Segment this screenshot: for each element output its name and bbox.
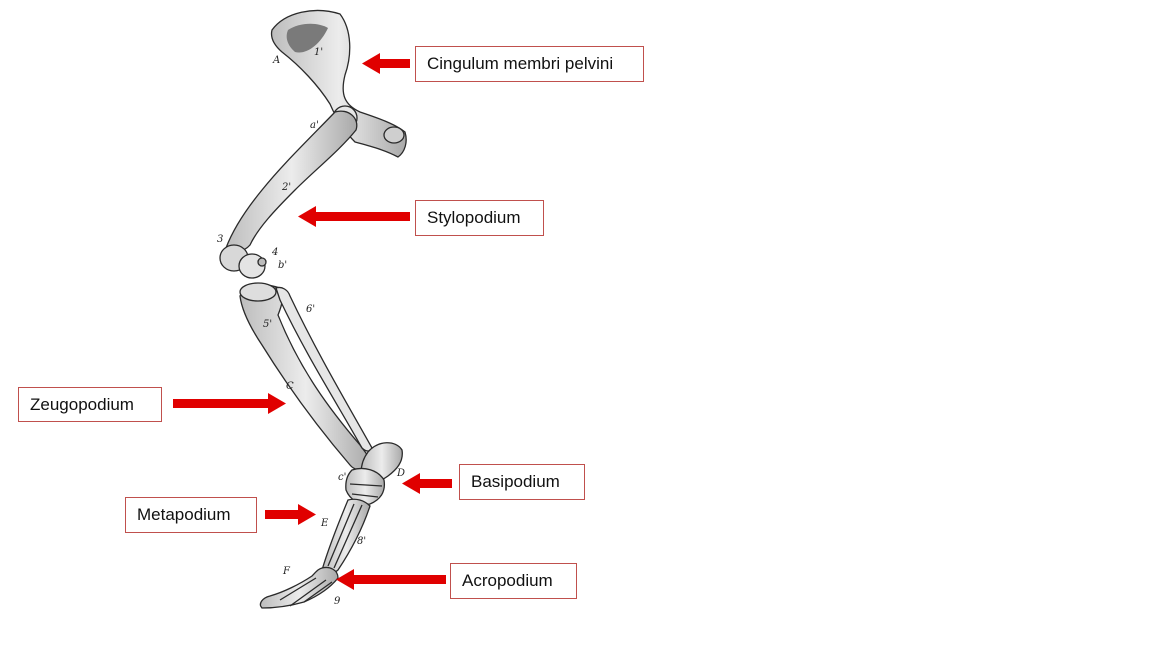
arrow-acropodium [336,569,446,590]
letter-2-prime: 2' [281,182,291,193]
arrow-metapodium [265,504,316,525]
femur-bone [226,111,357,251]
label-zeugopodium-text: Zeugopodium [30,395,134,415]
label-stylopodium-text: Stylopodium [427,208,521,228]
letter-8-prime: 8' [357,536,366,547]
label-basipodium: Basipodium [459,464,585,500]
arrow-zeugopodium [173,393,286,414]
label-acropodium-text: Acropodium [462,571,553,591]
letter-5-prime: 5' [263,319,272,330]
label-acropodium: Acropodium [450,563,577,599]
letter-D: D [396,468,405,479]
letter-a-prime: a' [310,120,319,131]
letter-c-prime: c' [338,472,346,483]
label-metapodium-text: Metapodium [137,505,231,525]
arrow-stylopodium [298,206,410,227]
pelvis-tuber [384,127,404,143]
label-stylopodium: Stylopodium [415,200,544,236]
letter-1-prime: 1' [314,47,323,58]
label-basipodium-text: Basipodium [471,472,560,492]
letter-b-prime: b' [278,260,287,271]
tibial-plateau [240,283,276,301]
letter-4: 4 [271,247,278,258]
letter-3: 3 [217,234,223,245]
letter-C: C [286,381,294,392]
arrow-cingulum [362,53,410,74]
fabella [258,258,266,266]
label-zeugopodium: Zeugopodium [18,387,162,422]
label-cingulum-membri-pelvini: Cingulum membri pelvini [415,46,644,82]
letter-6-prime: 6' [306,304,315,315]
letter-E: E [320,518,329,529]
arrow-basipodium [402,473,452,494]
label-cingulum-text: Cingulum membri pelvini [427,54,613,74]
letter-F: F [282,566,291,577]
label-metapodium: Metapodium [125,497,257,533]
letter-A: A [272,55,280,66]
letter-9: 9 [334,596,341,607]
